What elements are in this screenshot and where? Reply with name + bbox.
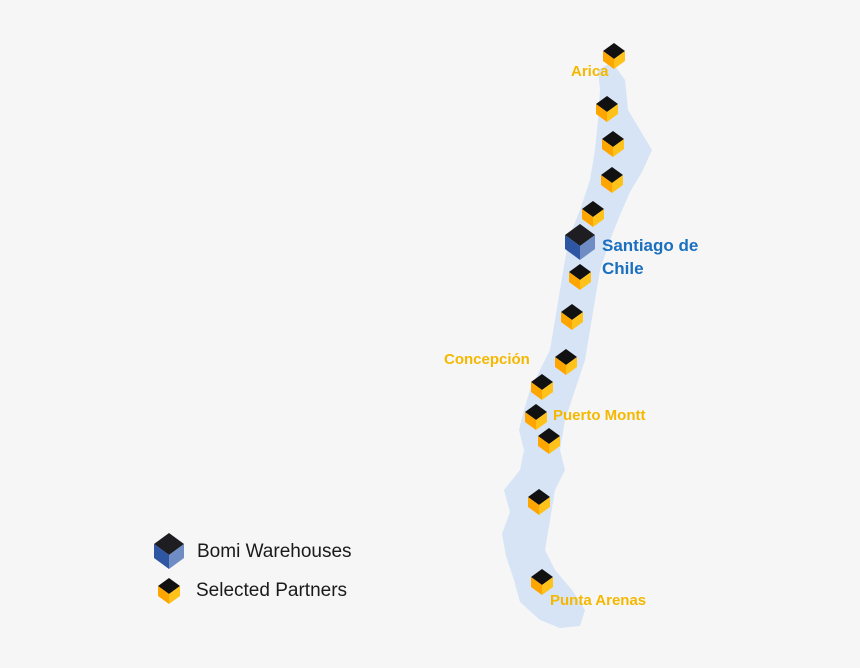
capital-label: Santiago de Chile xyxy=(602,234,698,280)
city-label-concepcion: Concepción xyxy=(444,351,530,368)
legend-partners-label: Selected Partners xyxy=(196,580,348,601)
city-label-arica: Arica xyxy=(571,63,609,80)
capital-label-line1: Santiago de xyxy=(602,236,699,255)
legend-warehouse-icon xyxy=(154,533,184,569)
legend-partner-icon xyxy=(158,578,180,604)
city-label-punta-arenas: Punta Arenas xyxy=(550,592,647,609)
chile-outline xyxy=(502,62,652,628)
legend-warehouses-label: Bomi Warehouses xyxy=(197,541,352,562)
city-label-puerto-montt: Puerto Montt xyxy=(553,407,646,424)
capital-label-line2: Chile xyxy=(602,259,644,278)
